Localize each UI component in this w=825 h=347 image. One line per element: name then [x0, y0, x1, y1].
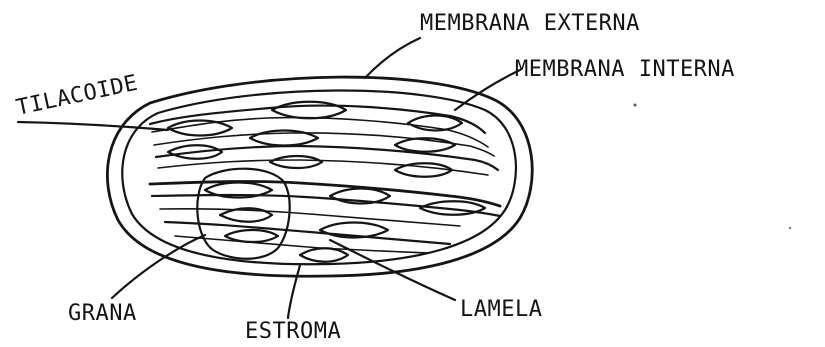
leader-granum — [112, 235, 205, 298]
label-stroma: ESTROMA — [245, 319, 341, 344]
ink-speck — [789, 227, 791, 229]
leader-lamella — [330, 240, 455, 300]
leader-stroma — [288, 265, 300, 318]
label-granum: GRANA — [68, 301, 137, 326]
thylakoid-membranes — [150, 106, 500, 253]
label-thylakoid: TILACOIDE — [14, 71, 140, 121]
label-lamella: LAMELA — [460, 297, 542, 322]
label-outer-membrane: MEMBRANA EXTERNA — [420, 11, 640, 36]
outer-membrane-outline — [107, 77, 532, 276]
ink-speck — [634, 104, 637, 107]
label-inner-membrane: MEMBRANA INTERNA — [515, 57, 735, 82]
leader-outer-membrane — [365, 38, 420, 78]
leader-thylakoid — [18, 122, 168, 130]
